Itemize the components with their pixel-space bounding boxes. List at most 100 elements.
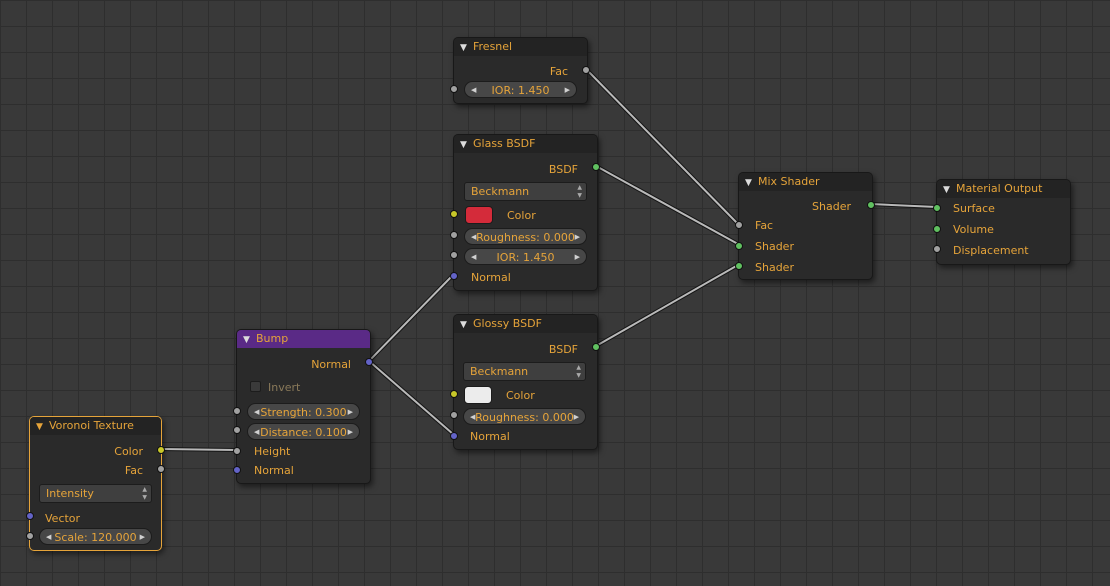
- link-mix-to-output-surface[interactable]: [870, 203, 938, 208]
- link-glossy-to-mix-shader2[interactable]: [595, 264, 739, 347]
- voronoi-scale-input-socket[interactable]: [26, 532, 34, 540]
- fresnel-out-fac-label: Fac: [549, 65, 568, 78]
- bump-strength-field[interactable]: ◀ Strength: 0.300 ▶: [247, 403, 360, 420]
- collapse-triangle-icon[interactable]: ▼: [460, 320, 467, 330]
- voronoi-color-output-socket[interactable]: [157, 446, 165, 454]
- voronoi-vector-label: Vector: [45, 512, 81, 525]
- fresnel-node[interactable]: ▼Fresnel Fac ◀ IOR: 1.450 ▶: [450, 37, 590, 104]
- glossy-roughness-field[interactable]: ◀ Roughness: 0.000 ▶: [463, 408, 586, 425]
- voronoi-scale-field[interactable]: ◀ Scale: 120.000 ▶: [39, 528, 152, 545]
- bump-normal-output-socket[interactable]: [365, 358, 373, 366]
- decrement-arrow-icon[interactable]: ◀: [471, 86, 477, 94]
- glass-distribution-dropdown[interactable]: Beckmann ▲▼: [464, 182, 587, 201]
- increment-arrow-icon[interactable]: ▶: [347, 408, 353, 416]
- voronoi-coloring-dropdown[interactable]: Intensity ▲▼: [39, 484, 152, 503]
- glossy-bsdf-output-socket[interactable]: [592, 343, 600, 351]
- collapse-triangle-icon[interactable]: ▼: [36, 422, 43, 432]
- output-surface-label: Surface: [953, 202, 995, 215]
- link-voronoi-to-bump-height[interactable]: [159, 448, 237, 451]
- bump-title: Bump: [256, 332, 289, 345]
- mix-fac-input-socket[interactable]: [735, 221, 743, 229]
- collapse-triangle-icon[interactable]: ▼: [943, 185, 950, 195]
- voronoi-texture-node[interactable]: ▼Voronoi Texture Color Fac Intensity ▲▼ …: [26, 416, 165, 551]
- glass-color-swatch[interactable]: [465, 206, 493, 224]
- glass-bsdf-node[interactable]: ▼Glass BSDF BSDF Beckmann ▲▼ Color ◀ Rou…: [450, 134, 600, 291]
- voronoi-scale-value: Scale: 120.000: [54, 531, 137, 544]
- increment-arrow-icon[interactable]: ▶: [574, 253, 580, 261]
- glossy-roughness-input-socket[interactable]: [450, 411, 458, 419]
- glossy-color-label: Color: [506, 389, 535, 402]
- voronoi-vector-input-socket[interactable]: [26, 512, 34, 520]
- link-fresnel-to-mix-fac[interactable]: [585, 68, 739, 225]
- collapse-triangle-icon[interactable]: ▼: [745, 178, 752, 188]
- increment-arrow-icon[interactable]: ▶: [574, 233, 580, 241]
- glossy-normal-input-socket[interactable]: [450, 432, 458, 440]
- output-volume-input-socket[interactable]: [933, 225, 941, 233]
- bump-normal-input-socket[interactable]: [233, 466, 241, 474]
- fresnel-fac-output-socket[interactable]: [582, 66, 590, 74]
- glass-ior-field[interactable]: ◀ IOR: 1.450 ▶: [464, 248, 587, 265]
- dropdown-arrows-icon: ▲▼: [577, 184, 582, 199]
- invert-checkbox[interactable]: [250, 381, 261, 392]
- glass-normal-input-socket[interactable]: [450, 272, 458, 280]
- invert-label: Invert: [268, 381, 301, 394]
- decrement-arrow-icon[interactable]: ◀: [254, 428, 260, 436]
- link-bump-to-glossy-normal[interactable]: [368, 360, 454, 435]
- link-bump-to-glass-normal[interactable]: [368, 274, 454, 362]
- glossy-node-header[interactable]: ▼Glossy BSDF: [454, 315, 597, 333]
- increment-arrow-icon[interactable]: ▶: [347, 428, 353, 436]
- increment-arrow-icon[interactable]: ▶: [139, 533, 145, 541]
- output-displacement-input-socket[interactable]: [933, 245, 941, 253]
- output-node-header[interactable]: ▼Material Output: [937, 180, 1070, 198]
- voronoi-fac-output-socket[interactable]: [157, 465, 165, 473]
- mix-shader2-input-socket[interactable]: [735, 262, 743, 270]
- mix-shader1-input-socket[interactable]: [735, 242, 743, 250]
- glass-roughness-value: Roughness: 0.000: [476, 231, 575, 244]
- collapse-triangle-icon[interactable]: ▼: [460, 43, 467, 53]
- decrement-arrow-icon[interactable]: ◀: [254, 408, 260, 416]
- fresnel-ior-field[interactable]: ◀ IOR: 1.450 ▶: [464, 81, 577, 98]
- mix-out-shader-label: Shader: [812, 200, 851, 213]
- glossy-bsdf-node[interactable]: ▼Glossy BSDF BSDF Beckmann ▲▼ Color ◀ Ro…: [450, 314, 600, 450]
- bump-distance-value: Distance: 0.100: [260, 426, 347, 439]
- glass-roughness-input-socket[interactable]: [450, 231, 458, 239]
- glossy-distribution-dropdown[interactable]: Beckmann ▲▼: [463, 362, 586, 381]
- collapse-triangle-icon[interactable]: ▼: [460, 140, 467, 150]
- decrement-arrow-icon[interactable]: ◀: [471, 233, 477, 241]
- bump-strength-input-socket[interactable]: [233, 407, 241, 415]
- glossy-color-input-socket[interactable]: [450, 390, 458, 398]
- decrement-arrow-icon[interactable]: ◀: [470, 413, 476, 421]
- bump-distance-input-socket[interactable]: [233, 426, 241, 434]
- bump-height-label: Height: [254, 445, 291, 458]
- fresnel-ior-input-socket[interactable]: [450, 85, 458, 93]
- mix-shader-node[interactable]: ▼Mix Shader Shader Fac Shader Shader: [735, 172, 875, 280]
- glass-roughness-field[interactable]: ◀ Roughness: 0.000 ▶: [464, 228, 587, 245]
- dropdown-arrows-icon: ▲▼: [576, 364, 581, 379]
- mix-shader-output-socket[interactable]: [867, 201, 875, 209]
- glass-node-header[interactable]: ▼Glass BSDF: [454, 135, 597, 153]
- decrement-arrow-icon[interactable]: ◀: [46, 533, 52, 541]
- increment-arrow-icon[interactable]: ▶: [573, 413, 579, 421]
- glass-color-input-socket[interactable]: [450, 210, 458, 218]
- voronoi-node-header[interactable]: ▼Voronoi Texture: [30, 417, 161, 435]
- collapse-triangle-icon[interactable]: ▼: [243, 335, 250, 345]
- bump-node[interactable]: ▼Bump Normal Invert ◀ Strength: 0.300 ▶ …: [233, 329, 373, 484]
- decrement-arrow-icon[interactable]: ◀: [471, 253, 477, 261]
- fresnel-node-header[interactable]: ▼Fresnel: [454, 38, 587, 56]
- bump-node-header[interactable]: ▼ Bump: [237, 330, 370, 348]
- output-surface-input-socket[interactable]: [933, 204, 941, 212]
- increment-arrow-icon[interactable]: ▶: [564, 86, 570, 94]
- output-volume-label: Volume: [953, 223, 994, 236]
- glossy-color-swatch[interactable]: [464, 386, 492, 404]
- glass-ior-input-socket[interactable]: [450, 251, 458, 259]
- mix-node-header[interactable]: ▼ Mix Shader: [739, 173, 872, 191]
- mix-title: Mix Shader: [758, 175, 820, 188]
- material-output-node[interactable]: ▼Material Output Surface Volume Displace…: [933, 179, 1071, 265]
- glass-distribution-value: Beckmann: [471, 185, 530, 198]
- glossy-roughness-value: Roughness: 0.000: [475, 411, 574, 424]
- bump-distance-field[interactable]: ◀ Distance: 0.100 ▶: [247, 423, 360, 440]
- glass-bsdf-output-socket[interactable]: [592, 163, 600, 171]
- link-glass-to-mix-shader1[interactable]: [595, 165, 739, 245]
- bump-height-input-socket[interactable]: [233, 447, 241, 455]
